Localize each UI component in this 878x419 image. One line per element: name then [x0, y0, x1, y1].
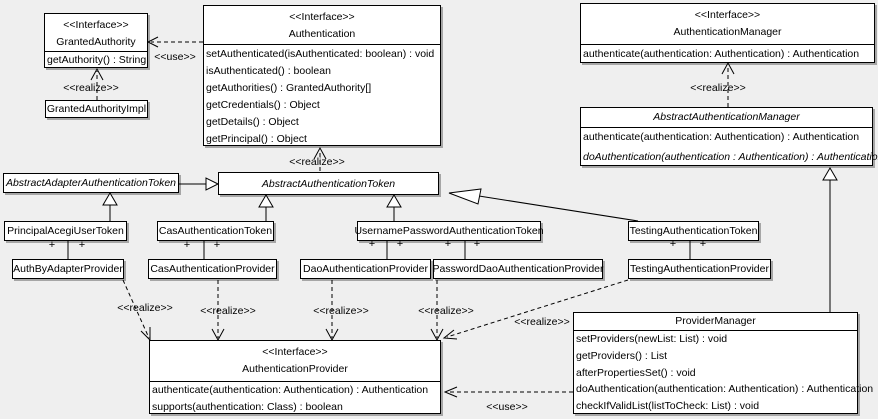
method-line: setAuthenticated(isAuthenticated: boolea…: [206, 48, 435, 60]
method-line: supports(authentication: Class) : boolea…: [152, 400, 343, 413]
realize-label: <<realize>>: [690, 82, 746, 94]
class-name: DaoAuthenticationProvider: [303, 263, 428, 275]
class-name: Authentication: [288, 28, 356, 40]
class-cas-authentication-provider[interactable]: CasAuthenticationProvider: [148, 259, 277, 279]
stereotype-label: <<Interface>>: [694, 9, 761, 21]
association-end-label: +: [669, 238, 677, 250]
class-name: TestingAuthenticationToken: [629, 225, 758, 237]
class-title: ProviderManager: [574, 313, 857, 330]
class-title: <<Interface>> Authentication: [204, 6, 440, 44]
association-end-label: +: [368, 238, 376, 250]
association-end-label: +: [213, 239, 221, 251]
method-line: isAuthenticated() : boolean: [206, 65, 331, 77]
association-end-label: +: [444, 238, 452, 250]
method-line: doAuthentication(authentication: Authent…: [576, 383, 874, 396]
class-name: CasAuthenticationToken: [158, 225, 273, 237]
realize-label: <<realize>>: [117, 302, 173, 314]
class-auth-by-adapter-provider[interactable]: AuthByAdapterProvider: [12, 259, 124, 279]
association-end-label: +: [78, 239, 86, 251]
class-username-password-authentication-token[interactable]: UsernamePasswordAuthenticationToken: [354, 221, 544, 241]
class-name: AbstractAuthenticationToken: [261, 177, 396, 190]
realize-label: <<realize>>: [200, 305, 256, 317]
class-authentication-manager[interactable]: <<Interface>> AuthenticationManager auth…: [580, 3, 875, 63]
method-line: doAuthentication(authentication : Authen…: [583, 150, 878, 163]
class-name: PasswordDaoAuthenticationProvider: [432, 263, 604, 275]
class-password-dao-authentication-provider[interactable]: PasswordDaoAuthenticationProvider: [432, 259, 604, 279]
methods-compartment: setAuthenticated(isAuthenticated: boolea…: [204, 44, 440, 148]
class-abstract-authentication-token[interactable]: AbstractAuthenticationToken: [218, 172, 439, 195]
method-line: getDetails() : Object: [206, 116, 299, 128]
class-abstract-adapter-authentication-token[interactable]: AbstractAdapterAuthenticationToken: [3, 173, 179, 193]
class-title: AbstractAuthenticationManager: [581, 108, 872, 127]
method-line: setProviders(newList: List) : void: [576, 333, 728, 345]
class-name: TestingAuthenticationProvider: [630, 263, 769, 275]
class-testing-authentication-provider[interactable]: TestingAuthenticationProvider: [628, 259, 771, 279]
class-name: GrantedAuthority: [56, 36, 136, 48]
class-name: CasAuthenticationProvider: [150, 263, 275, 275]
realize-label: <<realize>>: [289, 156, 345, 168]
class-granted-authority[interactable]: <<Interface>> GrantedAuthority getAuthor…: [44, 13, 148, 68]
realize-label: <<realize>>: [313, 305, 369, 317]
method-line: getProviders() : List: [576, 349, 668, 362]
class-name: PrincipalAcegiUserToken: [7, 225, 124, 237]
use-arrow-providermanager-authenticationprovider: [443, 386, 573, 398]
methods-compartment: authenticate(authentication: Authenticat…: [150, 381, 440, 415]
method-line: getAuthority() : String: [47, 54, 147, 66]
class-name: AuthenticationManager: [673, 26, 782, 38]
method-line: getCredentials() : Object: [206, 99, 320, 111]
method-line: afterPropertiesSet() : void: [576, 366, 696, 379]
method-line: authenticate(authentication: Authenticat…: [583, 48, 860, 60]
class-authentication[interactable]: <<Interface>> Authentication setAuthenti…: [203, 5, 441, 146]
generalization-casauthenticationtoken: [258, 194, 274, 221]
use-arrow-authentication-grantedauthority: [146, 36, 203, 48]
class-title: <<Interface>> AuthenticationManager: [581, 4, 874, 44]
generalization-abstractadapter-to-abstracttoken: [179, 177, 220, 191]
association-end-label: +: [473, 238, 481, 250]
association-end-label: +: [183, 239, 191, 251]
class-testing-authentication-token[interactable]: TestingAuthenticationToken: [628, 221, 759, 241]
class-authentication-provider[interactable]: <<Interface>> AuthenticationProvider aut…: [149, 340, 441, 414]
association-end-label: +: [699, 238, 707, 250]
stereotype-label: <<Interface>>: [262, 346, 328, 358]
methods-compartment: setProviders(newList: List) : void getPro…: [574, 330, 874, 415]
class-name: AbstractAdapterAuthenticationToken: [5, 177, 177, 189]
class-name: AuthenticationProvider: [242, 363, 348, 375]
methods-compartment: getAuthority() : String: [45, 51, 147, 69]
class-name: ProviderManager: [675, 315, 756, 327]
stereotype-label: <<Interface>>: [289, 11, 355, 23]
methods-compartment: authenticate(authentication: Authenticat…: [581, 127, 878, 167]
realize-label: <<realize>>: [514, 316, 570, 328]
class-name: AuthByAdapterProvider: [13, 263, 123, 275]
method-line: getAuthorities() : GrantedAuthority[]: [206, 82, 372, 94]
generalization-principalacegiusertoken: [102, 192, 118, 221]
class-title: <<Interface>> AuthenticationProvider: [150, 341, 440, 381]
class-title: <<Interface>> GrantedAuthority: [45, 14, 147, 51]
association-end-label: +: [48, 239, 56, 251]
use-label: <<use>>: [486, 401, 528, 413]
method-line: authenticate(authentication: Authenticat…: [152, 384, 429, 396]
realize-label: <<realize>>: [63, 82, 119, 94]
class-provider-manager[interactable]: ProviderManager setProviders(newList: Li…: [573, 312, 874, 415]
class-name: GrantedAuthorityImpl: [46, 103, 147, 115]
class-name: UsernamePasswordAuthenticationToken: [354, 225, 544, 237]
class-dao-authentication-provider[interactable]: DaoAuthenticationProvider: [300, 259, 431, 279]
class-name: AbstractAuthenticationManager: [653, 111, 800, 123]
class-abstract-authentication-manager[interactable]: AbstractAuthenticationManager authentica…: [580, 107, 878, 167]
class-granted-authority-impl[interactable]: GrantedAuthorityImpl: [45, 100, 148, 118]
class-principal-acegi-user-token[interactable]: PrincipalAcegiUserToken: [4, 221, 127, 241]
generalization-testingauthenticationtoken: [448, 188, 639, 222]
method-line: checkIfValidList(listToCheck: List) : vo…: [576, 400, 760, 413]
method-line: getPrincipal() : Object: [206, 133, 307, 145]
stereotype-label: <<Interface>>: [63, 19, 129, 31]
generalization-providermanager: [822, 167, 838, 312]
method-line: authenticate(authentication: Authenticat…: [583, 131, 860, 143]
realize-label: <<realize>>: [418, 305, 474, 317]
methods-compartment: authenticate(authentication: Authenticat…: [581, 44, 874, 63]
use-label: <<use>>: [154, 51, 196, 63]
generalization-usernamepasswordtoken: [386, 194, 402, 221]
association-end-label: +: [396, 238, 404, 250]
class-cas-authentication-token[interactable]: CasAuthenticationToken: [157, 221, 274, 241]
